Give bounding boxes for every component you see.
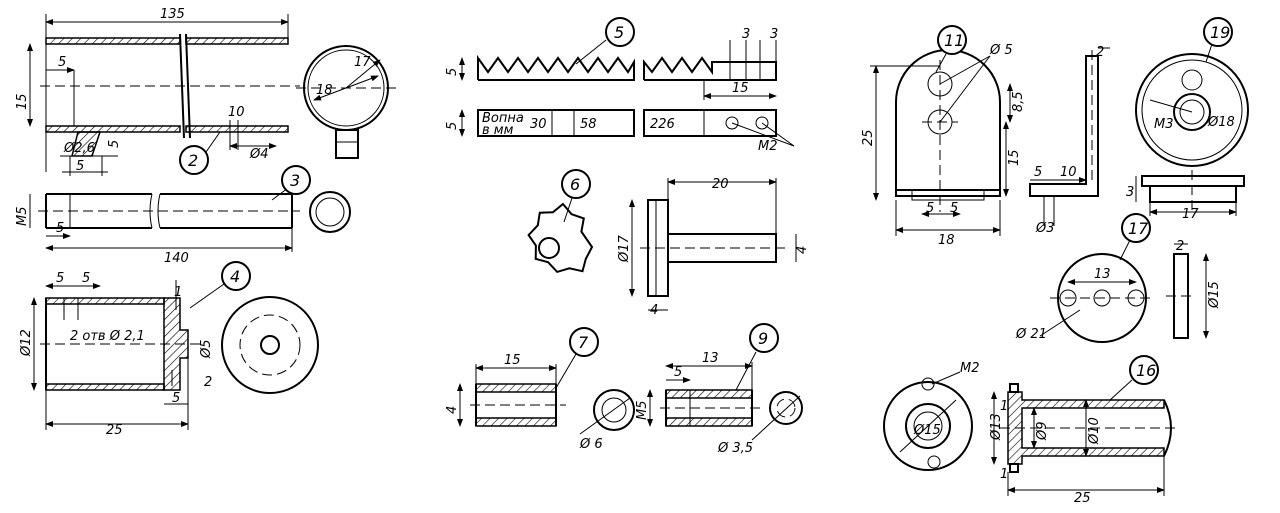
- part-number-4: 4: [230, 267, 240, 286]
- dim-text: 25: [106, 423, 123, 438]
- dim-text: 5: [107, 140, 122, 148]
- dim-text: 5: [445, 68, 460, 76]
- dim-text: 1: [1000, 467, 1008, 482]
- part-number-6: 6: [570, 175, 580, 194]
- dim-text: 2: [1096, 45, 1104, 60]
- dim-text: Ø3: [1035, 221, 1055, 236]
- dim-text: 5: [674, 365, 682, 380]
- dim-text: Ø17: [617, 234, 632, 263]
- dim-text: 3: [1126, 185, 1134, 200]
- dim-text: Ø18: [1207, 115, 1235, 130]
- dim-text: 140: [164, 251, 189, 266]
- dim-text: Ø13: [989, 413, 1004, 441]
- dim-text: M2: [758, 139, 778, 154]
- dim-text: Ø15: [913, 423, 941, 438]
- dim-text: 17: [354, 55, 371, 70]
- dim-text: 5: [58, 55, 66, 70]
- dim-text: Ø9: [1035, 421, 1050, 441]
- part-17-drawing: 13 Ø 21 17 2 Ø15: [1015, 213, 1222, 343]
- dim-text: 8,5: [1011, 91, 1026, 112]
- dim-text: 58: [580, 117, 597, 132]
- part-6-drawing: 6 20 Ø17 4 4: [527, 169, 810, 318]
- dim-text: 2: [204, 375, 212, 390]
- dim-text: Ø5: [199, 339, 214, 359]
- dim-text: Вопна: [482, 111, 524, 126]
- dim-text: 5: [1034, 165, 1042, 180]
- dim-text: 2: [1176, 239, 1184, 254]
- dim-text: 15: [1007, 149, 1022, 166]
- dim-text: 10: [1060, 165, 1077, 180]
- part-16-drawing: Ø15 M2 Ø13 Ø9 Ø10 1 1 25 16: [883, 355, 1176, 506]
- dim-text: 25: [861, 129, 876, 146]
- part-9-drawing: 13 5 M5 9 Ø 3,5: [635, 323, 803, 456]
- dim-text: 15: [504, 353, 521, 368]
- dim-text: 4: [795, 246, 810, 254]
- part-11-drawing: Ø 5 25 8,5 15 5 5 18 11 2 5 10 Ø3: [861, 25, 1110, 248]
- dim-text: 13: [702, 351, 719, 366]
- dim-text: 17: [1182, 207, 1199, 222]
- dim-text: 13: [1094, 267, 1111, 282]
- part-number-5: 5: [614, 23, 624, 42]
- dim-text: Ø 3,5: [717, 441, 753, 456]
- part-5-drawing: 3 3 15 5 5 Вопна в мм 30 58 226 5 M2: [445, 17, 795, 154]
- part-number-2: 2: [188, 151, 198, 170]
- part-4-drawing: 5 5 Ø12 2 отв Ø 2,1 1 Ø5 2 5 25 4: [19, 261, 319, 438]
- dim-text: 20: [712, 177, 729, 192]
- dim-text: M3: [1154, 117, 1174, 132]
- dim-text: 4: [445, 406, 460, 414]
- dim-text: 10: [228, 105, 245, 120]
- dim-text: 5: [950, 201, 958, 216]
- dim-text: 3: [742, 27, 750, 42]
- part-number-17: 17: [1128, 219, 1149, 238]
- dim-text: Ø 5: [989, 43, 1013, 58]
- dim-text: 18: [938, 233, 955, 248]
- part-number-19: 19: [1210, 23, 1230, 42]
- dim-text: 18: [316, 83, 333, 98]
- dim-text: 5: [82, 271, 90, 286]
- dim-text: 1: [174, 285, 182, 300]
- part-number-16: 16: [1136, 361, 1156, 380]
- dim-text: Ø15: [1207, 281, 1222, 309]
- dim-text: M2: [960, 361, 980, 376]
- part-number-9: 9: [758, 329, 768, 348]
- part-2-drawing: 135 5 15 Ø2,6 5 5 10 Ø4 2: [15, 7, 400, 176]
- dim-text: в мм: [482, 123, 514, 138]
- dim-text: 5: [926, 201, 934, 216]
- dim-text: Ø12: [19, 329, 34, 357]
- dim-text: 1: [1000, 399, 1008, 414]
- dim-text: 25: [1074, 491, 1091, 506]
- dim-text: Ø 21: [1015, 327, 1047, 342]
- part-3-drawing: M5 5 140 3: [15, 165, 351, 266]
- dim-text: 4: [650, 303, 658, 318]
- part-number-3: 3: [290, 171, 300, 190]
- dim-text: 5: [445, 122, 460, 130]
- part-19-drawing: M3 Ø18 19 3 17: [1126, 17, 1249, 222]
- part-number-11: 11: [944, 31, 964, 50]
- dim-text: 5: [172, 391, 180, 406]
- dim-text: 30: [530, 117, 547, 132]
- dim-text: Ø10: [1087, 417, 1102, 445]
- dim-text: M5: [15, 207, 30, 227]
- dim-text: 3: [770, 27, 778, 42]
- dim-text: Ø 6: [579, 437, 603, 452]
- dim-text: 135: [160, 7, 185, 22]
- dim-text: 5: [56, 221, 64, 236]
- dim-text: 5: [56, 271, 64, 286]
- dim-text: 5: [76, 159, 84, 174]
- part-7-drawing: 15 4 7 Ø 6: [445, 327, 635, 452]
- dim-text: Ø2,6: [63, 141, 95, 156]
- dim-text: 15: [15, 93, 30, 110]
- dim-text: M5: [635, 401, 650, 421]
- part-number-7: 7: [578, 333, 589, 352]
- dim-text: 2 отв Ø 2,1: [70, 329, 145, 344]
- dim-text: 226: [650, 117, 675, 132]
- dim-text: 15: [732, 81, 749, 96]
- dim-text: Ø4: [249, 147, 269, 162]
